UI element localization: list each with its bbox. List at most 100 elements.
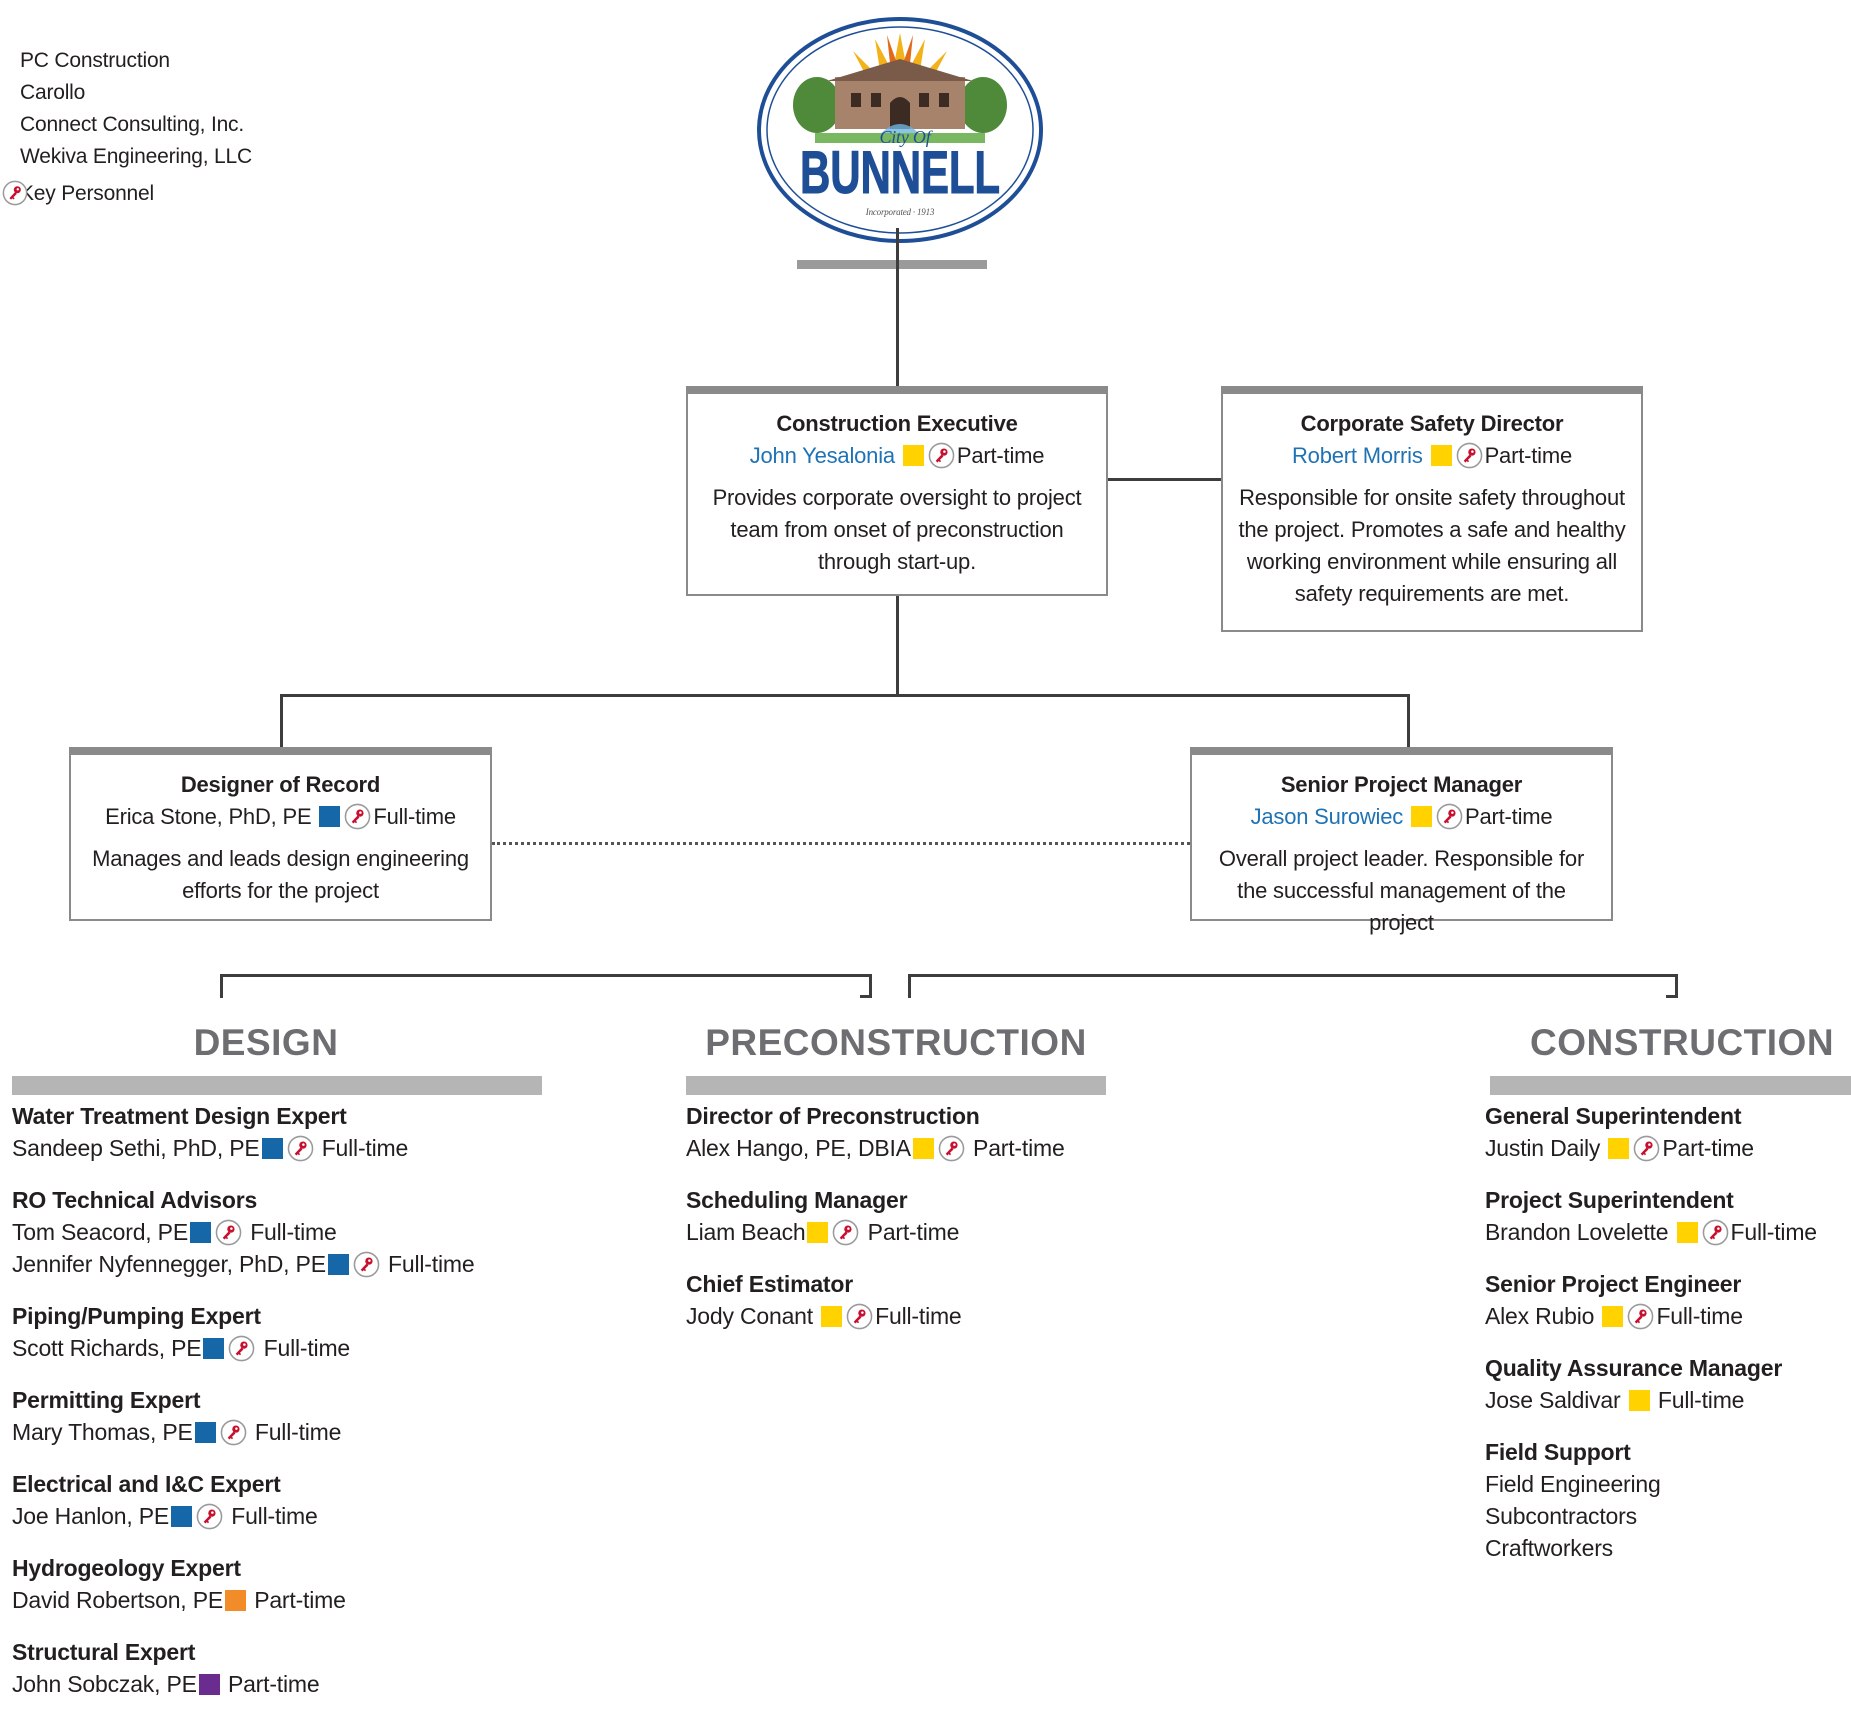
list-item: Field Support Field Engineering Subcontr… (1485, 1436, 1851, 1564)
role-title: Scheduling Manager (686, 1187, 908, 1213)
person-name: Erica Stone, PhD, PE (105, 804, 312, 829)
pc-construction-square-icon (902, 445, 924, 466)
status: Full-time (875, 1303, 962, 1329)
box-title: Designer of Record (180, 772, 381, 797)
list-item: Project Superintendent Brandon Lovelette… (1485, 1184, 1851, 1248)
role-title: Field Support (1485, 1439, 1631, 1465)
list-item: Chief Estimator Jody Conant Full-time (686, 1268, 1166, 1332)
box-description: Responsible for onsite safety throughout… (1238, 485, 1626, 606)
connector (896, 595, 899, 695)
role-title: Chief Estimator (686, 1271, 853, 1297)
list-item: Electrical and I&C Expert Joe Hanlon, PE… (12, 1468, 572, 1532)
legend-item-carollo: Carollo (20, 81, 85, 105)
person-name: Alex Hango, PE, DBIA (686, 1135, 911, 1161)
role-title: General Superintendent (1485, 1103, 1742, 1129)
person-name: Jennifer Nyfennegger, PhD, PE (12, 1251, 326, 1277)
connector (280, 694, 283, 750)
box-person: Robert Morris Part-time (1223, 440, 1641, 472)
person-name: Tom Seacord, PE (12, 1219, 188, 1245)
bracket (220, 974, 872, 977)
role-title: Senior Project Engineer (1485, 1271, 1742, 1297)
pc-construction-square-icon (1628, 1390, 1650, 1411)
key-icon (344, 803, 371, 830)
role-title: RO Technical Advisors (12, 1187, 258, 1213)
key-icon (1627, 1303, 1654, 1330)
status: Full-time (1730, 1219, 1818, 1245)
pc-construction-square-icon (912, 1138, 934, 1159)
pc-construction-square-icon (821, 1306, 843, 1327)
section-title-design: DESIGN (193, 1022, 339, 1063)
key-icon (287, 1135, 314, 1162)
key-icon (832, 1219, 859, 1246)
person-name: Scott Richards, PE (12, 1335, 202, 1361)
status: Full-time (321, 1135, 409, 1161)
logo-top-text: City Of (879, 127, 933, 147)
key-icon (938, 1135, 965, 1162)
list-item: Director of Preconstruction Alex Hango, … (686, 1100, 1166, 1164)
status: Full-time (1656, 1303, 1743, 1329)
list-item: RO Technical Advisors Tom Seacord, PE Fu… (12, 1184, 572, 1280)
status: Full-time (254, 1419, 342, 1445)
person-name: Jason Surowiec (1250, 804, 1404, 829)
carollo-square-icon (319, 806, 341, 827)
box-description: Manages and leads design engineering eff… (92, 846, 469, 903)
key-icon (353, 1251, 380, 1278)
list-item: Quality Assurance Manager Jose Saldivar … (1485, 1352, 1851, 1416)
box-person: John Yesalonia Part-time (688, 440, 1106, 472)
person-name: John Sobczak, PE (12, 1671, 197, 1697)
section-title-preconstruction: PRECONSTRUCTION (705, 1022, 1087, 1063)
key-icon (928, 442, 955, 469)
connector (280, 694, 1410, 697)
list-item: Senior Project Engineer Alex Rubio Full-… (1485, 1268, 1851, 1332)
bracket (908, 974, 1678, 977)
person-name: Liam Beach (686, 1219, 806, 1245)
pc-construction-square-icon (1608, 1138, 1630, 1159)
status: Part-time (973, 1135, 1065, 1161)
status: Part-time (227, 1671, 320, 1697)
key-icon (215, 1219, 242, 1246)
person-name: Robert Morris (1291, 443, 1423, 468)
wekiva-square-icon (198, 1674, 220, 1695)
role-title: Permitting Expert (12, 1387, 201, 1413)
person-name: Mary Thomas, PE (12, 1419, 193, 1445)
role-title: Project Superintendent (1485, 1187, 1734, 1213)
person-name: Joe Hanlon, PE (12, 1503, 170, 1529)
pc-construction-square-icon (1430, 445, 1452, 466)
list-item: Hydrogeology Expert David Robertson, PE … (12, 1552, 572, 1616)
role-title: Quality Assurance Manager (1485, 1355, 1783, 1381)
key-icon (1436, 803, 1463, 830)
pc-construction-square-icon (1602, 1306, 1624, 1327)
construction-executive-box: Construction Executive John Yesalonia Pa… (686, 386, 1108, 596)
carollo-square-icon (189, 1222, 211, 1243)
person-name: Jody Conant (686, 1303, 813, 1329)
box-person: Erica Stone, PhD, PE Full-time (71, 801, 490, 833)
role-title: Hydrogeology Expert (12, 1555, 241, 1581)
box-title: Senior Project Manager (1280, 772, 1523, 797)
carollo-square-icon (327, 1254, 349, 1275)
list-item: Scheduling Manager Liam Beach Part-time (686, 1184, 1166, 1248)
box-description: Provides corporate oversight to project … (712, 485, 1082, 574)
carollo-square-icon (194, 1422, 216, 1443)
person-name: Justin Daily (1485, 1135, 1601, 1161)
field-support-item: Subcontractors (1485, 1503, 1637, 1529)
section-bar (686, 1076, 1106, 1095)
status: Full-time (373, 804, 456, 829)
status: Part-time (1662, 1135, 1754, 1161)
preconstruction-column: Director of Preconstruction Alex Hango, … (686, 1100, 1166, 1352)
construction-column: General Superintendent Justin Daily Part… (1485, 1100, 1851, 1584)
carollo-square-icon (261, 1138, 283, 1159)
role-title: Electrical and I&C Expert (12, 1471, 281, 1497)
box-title: Corporate Safety Director (1300, 411, 1564, 436)
box-person: Jason Surowiec Part-time (1192, 801, 1611, 833)
key-icon (2, 180, 28, 206)
pc-construction-square-icon (807, 1222, 829, 1243)
key-icon (220, 1419, 247, 1446)
dotted-connector (492, 842, 1190, 845)
connect-consulting-square-icon (224, 1590, 246, 1611)
legend-label: Carollo (20, 81, 86, 104)
section-title-construction: CONSTRUCTION (1530, 1022, 1835, 1063)
key-icon (196, 1503, 223, 1530)
connector (1407, 694, 1410, 750)
bracket (860, 995, 872, 998)
corporate-safety-director-box: Corporate Safety Director Robert Morris … (1221, 386, 1643, 632)
